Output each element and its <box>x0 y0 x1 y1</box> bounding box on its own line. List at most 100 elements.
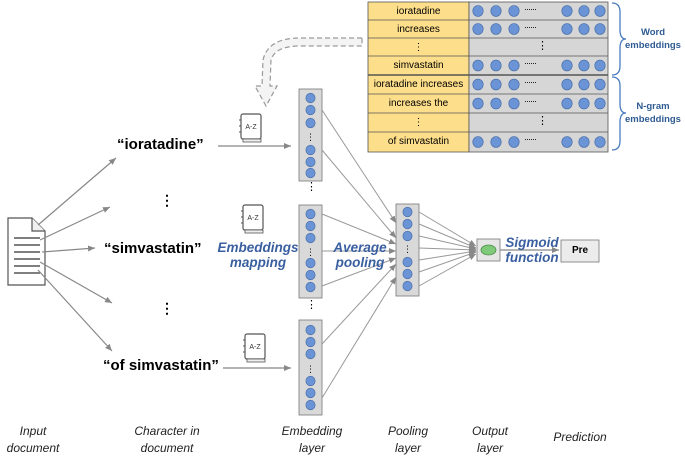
table-embedding-dot <box>490 5 502 17</box>
embedding-column-2-vdots: ⋮ <box>306 248 315 258</box>
embedding-column-2-neuron <box>305 269 316 281</box>
embedding-column-3-neuron <box>305 348 316 360</box>
caption-pooling-layer: Pooling layer <box>387 424 429 455</box>
table-embedding-dot <box>508 136 520 148</box>
pooling-column <box>395 203 420 297</box>
term-ioratadine: “ioratadine” <box>117 136 204 153</box>
pooling-column-neuron <box>402 230 413 242</box>
table-row-label: of simvastatin <box>387 136 450 147</box>
embedding-vdots: ⋮ <box>306 299 317 311</box>
prediction-box <box>560 239 600 263</box>
table-embedding-dot <box>472 59 484 72</box>
table-embedding-dot <box>508 23 520 35</box>
pooling-column-neuron <box>402 268 413 280</box>
table-row-label: ioratadine increases <box>373 79 464 90</box>
table-row-label: increases <box>397 24 440 35</box>
table-embedding-dot <box>594 5 606 17</box>
neurons: ⋮ ⋮ ⋮ ⋮ <box>305 92 413 411</box>
table-row-label: ioratadine <box>396 6 441 17</box>
terms-vdots: ⋮ <box>160 192 174 208</box>
embedding-column-2-neuron <box>305 257 316 269</box>
embedding-column-1-neuron <box>305 144 316 156</box>
table-embedding-dots <box>472 5 606 148</box>
caption-input-document: Input document <box>6 424 60 455</box>
embedding-column-3-vdots: ⋮ <box>306 365 315 375</box>
table-embedding-dot <box>594 23 606 35</box>
table-embedding-dot <box>472 23 484 35</box>
table-embedding-dot <box>490 136 502 148</box>
embedding-column-3-neuron <box>305 375 316 387</box>
pooling-to-output-lines <box>418 211 477 287</box>
embedding-column-1 <box>298 88 323 182</box>
table-ellipsis: ······ <box>524 77 537 87</box>
table-embedding-dot <box>472 5 484 17</box>
table-row-label: simvastatin <box>393 60 444 71</box>
ngram-embeddings-label: N-gram embeddings <box>625 101 681 125</box>
table-vdots: ⋮ <box>537 40 548 52</box>
table-row-lines <box>368 19 608 133</box>
embedding-column-3-neuron <box>305 336 316 348</box>
pooling-column-vdots: ⋮ <box>403 245 412 255</box>
embedding-to-pooling-lines <box>321 109 397 399</box>
caption-embedding-layer: Embedding layer <box>281 424 343 455</box>
caption-character-in-document: Character in document <box>134 424 200 455</box>
prediction-value: Pre <box>571 245 589 256</box>
pooling-column-neuron <box>402 218 413 230</box>
embeddings-mapping-label: Embeddings mapping <box>217 240 299 270</box>
table-embedding-dot <box>472 78 484 91</box>
table-embedding-dot <box>490 78 502 91</box>
table-embedding-dot <box>561 23 573 35</box>
embedding-column-1-vdots: ⋮ <box>306 133 315 143</box>
dictionary-icon: A-Z <box>239 113 262 143</box>
table-embedding-dot <box>578 23 590 35</box>
embedding-column-1-neuron <box>305 104 316 116</box>
table-embedding-dot <box>578 59 590 72</box>
embedding-column-1-neuron <box>305 156 316 168</box>
embedding-column-3-neuron <box>305 399 316 411</box>
document-icon <box>7 217 46 286</box>
caption-output-layer: Output layer <box>471 424 509 455</box>
sigmoid-function-label: Sigmoid function <box>505 235 559 265</box>
table-embedding-dot <box>594 97 606 110</box>
table-ellipsis: ······ <box>524 58 537 68</box>
terms-vdots: ⋮ <box>160 300 174 316</box>
table-embedding-dot <box>594 136 606 148</box>
embedding-column-3-neuron <box>305 387 316 399</box>
output-neuron <box>480 244 497 256</box>
table-label-column <box>367 1 470 153</box>
table-embedding-dot <box>490 59 502 72</box>
table-ellipsis: ······ <box>524 134 537 144</box>
table-embedding-dot <box>578 78 590 91</box>
embedding-column-1-neuron <box>305 117 316 129</box>
table-ellipsis: ······ <box>524 22 537 32</box>
caption-prediction: Prediction <box>553 430 607 444</box>
word-embeddings-brace <box>611 2 627 76</box>
table-embedding-dot <box>472 97 484 110</box>
embedding-column-1-neuron <box>305 92 316 104</box>
embedding-column-3 <box>298 319 323 416</box>
document-arrows <box>37 157 117 352</box>
table-embedding-dot <box>508 97 520 110</box>
term-simvastatin: “simvastatin” <box>104 240 202 257</box>
term-of-simvastatin: “of simvastatin” <box>103 357 219 374</box>
dictionary-label: A-Z <box>245 124 257 131</box>
dictionary-label: A-Z <box>247 215 259 222</box>
table-embedding-dot <box>561 78 573 91</box>
table-embedding-dot <box>561 5 573 17</box>
table-embedding-dot <box>508 5 520 17</box>
embedding-vdots: ⋮ <box>306 181 317 193</box>
table-embedding-dot <box>508 59 520 72</box>
dictionary-icon: A-Z <box>243 333 266 363</box>
table-ellipsis: ······ <box>524 96 537 106</box>
table-embedding-dot <box>561 136 573 148</box>
table-embedding-dot <box>490 97 502 110</box>
pooling-column-neuron <box>402 206 413 218</box>
table-row-label: increases the <box>388 98 449 109</box>
pooling-column-neuron <box>402 256 413 268</box>
pooling-column-neuron <box>402 280 413 292</box>
embedding-column-2-neuron <box>305 220 316 232</box>
table-row-label: ⋮ <box>413 42 424 53</box>
embedding-column-2-neuron <box>305 232 316 244</box>
